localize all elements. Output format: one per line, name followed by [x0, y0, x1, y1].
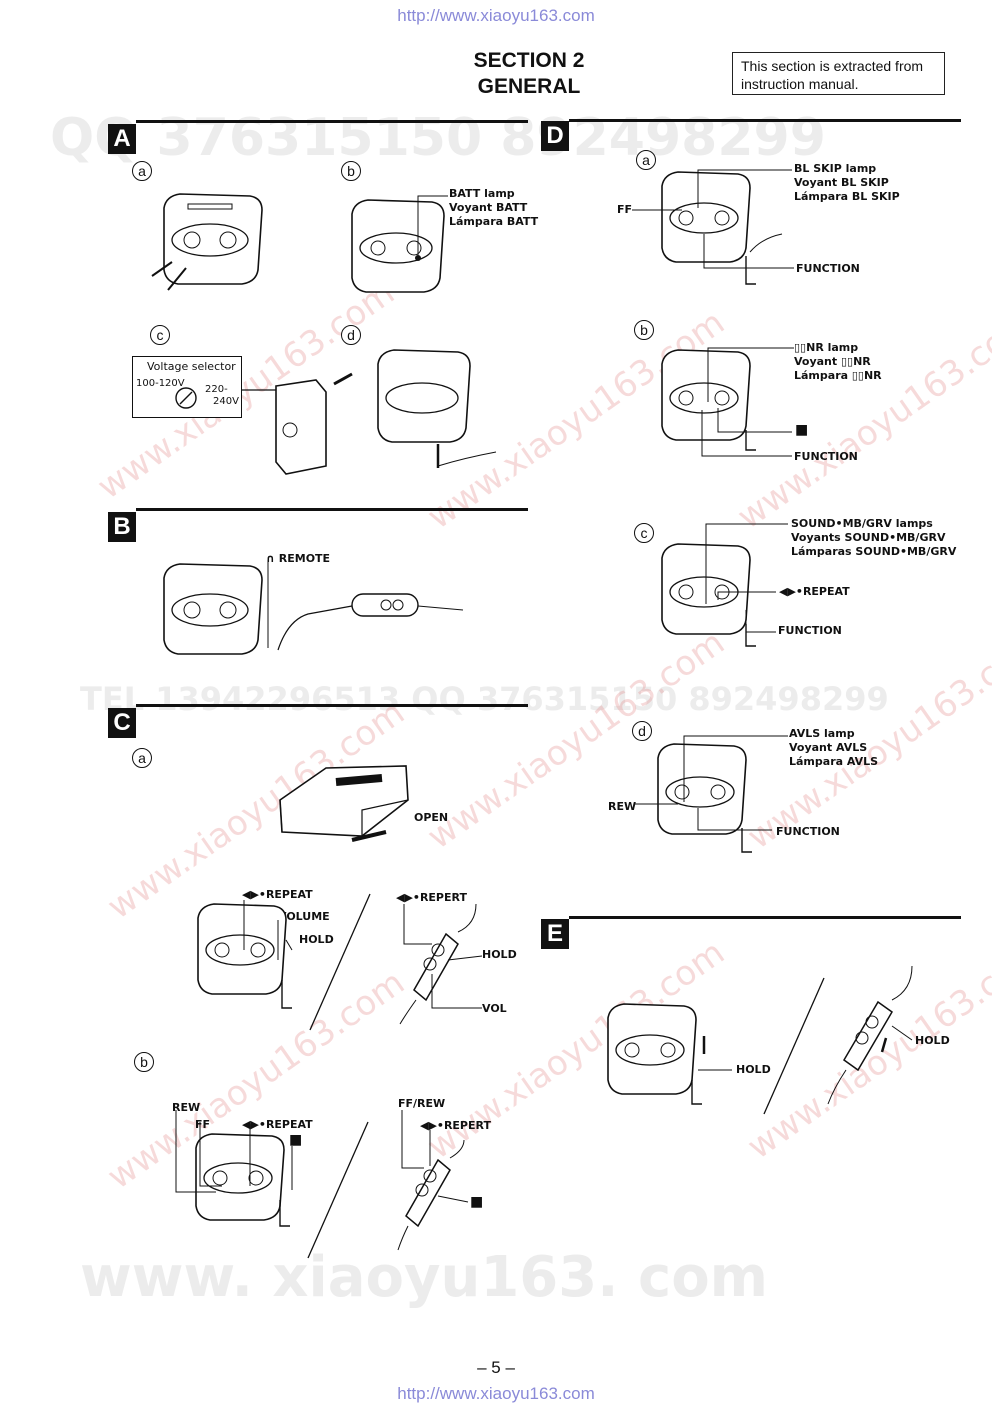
- player-illustration-d-a: [632, 169, 794, 285]
- d-step-d: d: [632, 721, 652, 741]
- watermark-qq: QQ 376315150 892498299: [50, 108, 826, 168]
- remote-label: ∩ REMOTE: [266, 552, 331, 565]
- player-illustration-a-d: [377, 349, 497, 468]
- batt-label-es: Lámpara BATT: [449, 215, 539, 228]
- d-b-function-label: FUNCTION: [794, 450, 858, 463]
- extract-note: This section is extracted from instructi…: [732, 52, 945, 95]
- section-e-rule: [569, 916, 961, 919]
- nr-label-es: Lámpara ▯▯NR: [794, 369, 882, 382]
- avls-label-es: Lámpara AVLS: [789, 755, 879, 768]
- watermark-site: www. xiaoyu163. com: [80, 1245, 769, 1310]
- avls-label-fr: Voyant AVLS: [789, 741, 868, 754]
- player-illustration-a-a: [151, 193, 263, 291]
- player-with-remote-illustration: [163, 560, 464, 655]
- bl-skip-label-es: Lámpara BL SKIP: [794, 190, 900, 203]
- section-d-rule: [569, 119, 961, 122]
- note-line-2: instruction manual.: [741, 76, 859, 92]
- c-b-repert-label: ◀▶•REPERT: [420, 1119, 491, 1132]
- ff-label: FF: [195, 1118, 211, 1131]
- nr-label-en: ▯▯NR lamp: [794, 341, 859, 354]
- a-step-d: d: [341, 325, 361, 345]
- section-d-badge: D: [541, 121, 569, 151]
- note-line-1: This section is extracted from: [741, 58, 924, 74]
- section-e-badge: E: [541, 919, 569, 949]
- a-step-b: b: [341, 161, 361, 181]
- player-illustration-d-c: [661, 523, 788, 647]
- selector-dial-icon: [175, 387, 197, 409]
- player-illustration-c-a: [197, 900, 293, 1009]
- remote-illustration-c-b: [397, 1110, 469, 1251]
- url-bottom[interactable]: http://www.xiaoyu163.com: [397, 1384, 595, 1403]
- player-illustration-a-b: [351, 195, 448, 293]
- d-rew-label: REW: [608, 800, 637, 813]
- a-step-c: c: [150, 325, 170, 345]
- c-b-remote-stop-label: ■: [470, 1194, 484, 1210]
- voltage-high-2: 240V: [213, 396, 239, 407]
- player-illustration-d-b: [661, 347, 794, 457]
- d-d-function-label: FUNCTION: [776, 825, 840, 838]
- sound-label-fr: Voyants SOUND•MB/GRV: [791, 531, 946, 544]
- sound-label-en: SOUND•MB/GRV lamps: [791, 517, 933, 530]
- bl-skip-label-fr: Voyant BL SKIP: [794, 176, 889, 189]
- section-a-rule: [136, 120, 528, 123]
- e-hold-left-label: HOLD: [736, 1063, 771, 1076]
- d-ff-label: FF: [617, 203, 633, 216]
- player-illustration-d-d: [634, 735, 788, 853]
- section-b-badge: B: [108, 512, 136, 542]
- page-number: – 5 –: [477, 1358, 515, 1377]
- d-step-b: b: [634, 320, 654, 340]
- divider-slash-c-a: [309, 893, 371, 1031]
- c-remote-hold-label: HOLD: [482, 948, 517, 961]
- batt-label-en: BATT lamp: [449, 187, 515, 200]
- title-line-1: SECTION 2: [473, 49, 585, 72]
- voltage-low: 100-120V: [136, 378, 185, 389]
- bl-skip-label-en: BL SKIP lamp: [794, 162, 877, 175]
- avls-label-en: AVLS lamp: [789, 727, 855, 740]
- c-b-repeat-label: ◀▶•REPEAT: [242, 1118, 313, 1131]
- vol-label: VOL: [482, 1002, 507, 1015]
- d-c-function-label: FUNCTION: [778, 624, 842, 637]
- remote-illustration-e: [827, 965, 913, 1105]
- a-step-a: a: [132, 161, 152, 181]
- url-top[interactable]: http://www.xiaoyu163.com: [397, 6, 595, 25]
- nr-label-fr: Voyant ▯▯NR: [794, 355, 871, 368]
- section-c-rule: [136, 704, 528, 707]
- rew-label: REW: [172, 1101, 201, 1114]
- player-illustration-c-b: [175, 1110, 293, 1227]
- remote-illustration-c-a: [399, 903, 483, 1025]
- watermark-tel: TEL 13942296513 QQ 376315150 892498299: [80, 680, 889, 718]
- c-repeat-label: ◀▶•REPEAT: [242, 888, 313, 901]
- section-c-badge: C: [108, 708, 136, 738]
- d-step-a: a: [636, 150, 656, 170]
- c-step-b: b: [134, 1052, 154, 1072]
- d-step-c: c: [634, 523, 654, 543]
- voltage-high-1: 220-: [205, 384, 228, 395]
- e-hold-right-label: HOLD: [915, 1034, 950, 1047]
- player-illustration-e: [607, 1003, 732, 1105]
- volume-label: VOLUME: [278, 910, 330, 923]
- c-b-stop-label: ■: [289, 1132, 303, 1148]
- c-repert-label: ◀▶•REPERT: [396, 891, 467, 904]
- hold-label: HOLD: [299, 933, 334, 946]
- title-line-2: GENERAL: [477, 75, 581, 98]
- d-b-stop-label: ■: [795, 422, 809, 438]
- divider-slash-c-b: [307, 1121, 369, 1259]
- batt-label-fr: Voyant BATT: [449, 201, 528, 214]
- d-a-function-label: FUNCTION: [796, 262, 860, 275]
- open-label: OPEN: [414, 811, 449, 824]
- section-title: SECTION 2 GENERAL: [429, 48, 629, 100]
- divider-slash-e: [763, 977, 825, 1115]
- sound-label-es: Lámparas SOUND•MB/GRV: [791, 545, 957, 558]
- voltage-selector-title: Voltage selector: [147, 360, 236, 373]
- ffrew-label: FF/REW: [398, 1097, 446, 1110]
- open-lid-illustration: [279, 765, 409, 842]
- charger-illustration: [242, 372, 353, 475]
- section-b-rule: [136, 508, 528, 511]
- section-a-badge: A: [108, 124, 136, 154]
- c-step-a: a: [132, 748, 152, 768]
- d-c-repeat-label: ◀▶•REPEAT: [779, 585, 850, 598]
